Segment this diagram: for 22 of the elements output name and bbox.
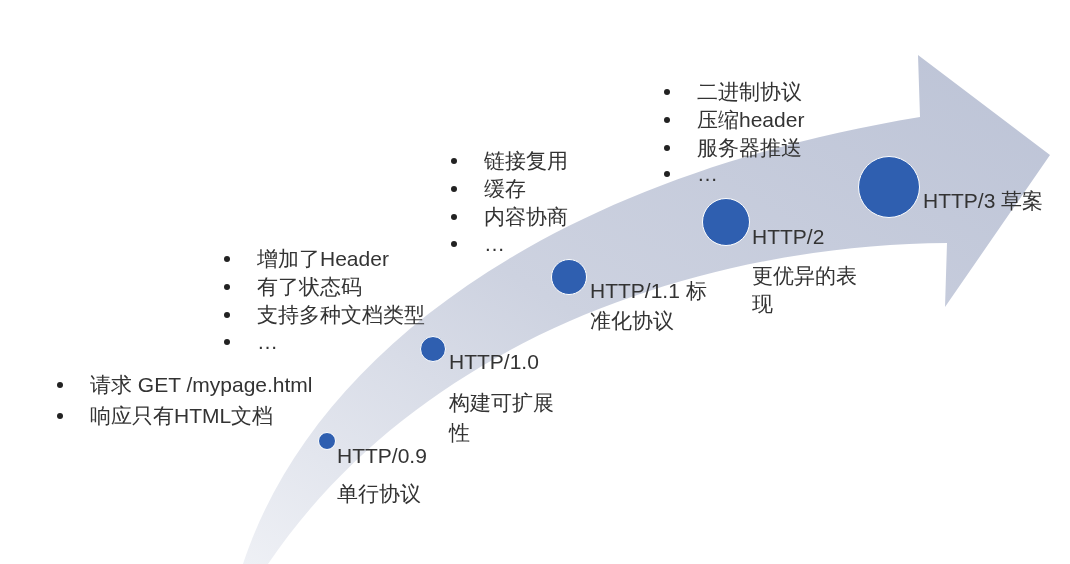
bullet-item: 二进制协议 [697,79,802,105]
version-label: HTTP/1.0 [449,349,539,375]
version-label: HTTP/2 [752,224,825,250]
bullet-item: 服务器推送 [697,135,802,161]
version-label: HTTP/3 草案 [923,188,1044,214]
description-text: 构建可扩展性 [449,390,555,446]
bullet-item: 响应只有HTML文档 [90,403,274,429]
bullet-item: … [484,231,505,257]
version-label: HTTP/1.1 标准化协议 [590,278,708,334]
bullet-item: 内容协商 [484,204,568,230]
bullet-item: … [697,161,718,187]
bullet-item: 请求 GET /mypage.html [90,372,313,398]
bullet-item: 链接复用 [484,148,568,174]
bullet-item: 支持多种文档类型 [257,302,425,328]
bullet-item: 缓存 [484,176,526,202]
version-label: HTTP/0.9 [337,443,427,469]
description-text: 更优异的表现 [752,263,858,317]
bullet-item: 增加了Header [257,246,389,272]
bullet-item: … [257,329,278,355]
bullet-item: 有了状态码 [257,274,362,300]
bullet-item: 压缩header [697,107,805,133]
description-text: 单行协议 [337,481,421,507]
